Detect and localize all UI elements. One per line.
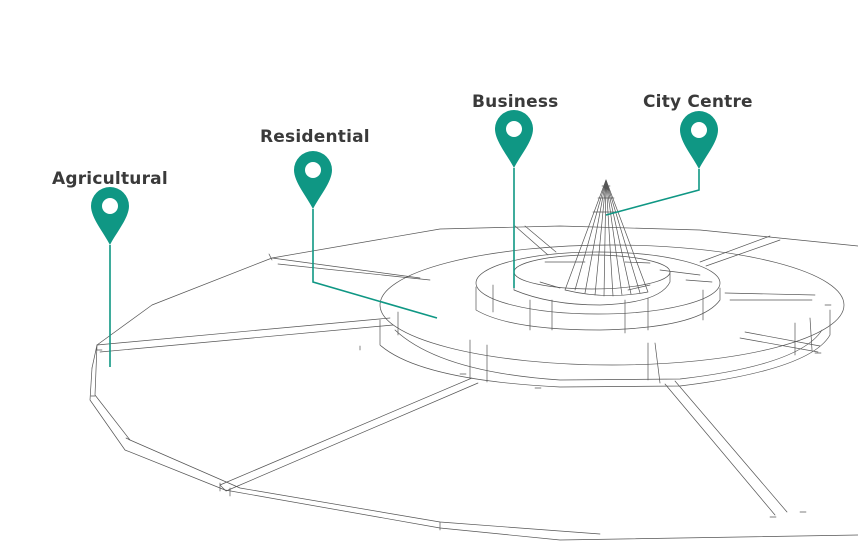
marker-residential	[294, 151, 438, 319]
map-pin-icon	[680, 111, 718, 169]
road-east	[724, 292, 816, 301]
road-southwest	[219, 377, 479, 492]
city-centre-spire	[564, 179, 649, 297]
road-northwest	[514, 225, 557, 256]
map-pin-hole	[691, 122, 707, 138]
map-pin-hole	[305, 162, 321, 178]
core-plinth-top	[513, 254, 671, 290]
residential-ring-wall	[379, 309, 831, 388]
marker-agricultural	[91, 187, 129, 367]
road-south	[664, 380, 788, 516]
map-pin-hole	[102, 198, 118, 214]
road-north	[271, 257, 431, 281]
outer-ring-top-edge	[91, 225, 858, 369]
outer-ring-front-edge	[89, 367, 858, 541]
marker-business	[495, 110, 533, 288]
residential-ring-base	[394, 329, 823, 381]
residential-ring-top	[379, 244, 845, 366]
marker-leader-line	[605, 169, 700, 216]
map-pin-icon	[91, 187, 129, 245]
road-southeast	[739, 331, 821, 353]
map-pin-icon	[495, 110, 533, 168]
zone-label-residential: Residential	[260, 127, 370, 147]
road-west	[96, 317, 394, 353]
outer-ring-inner-edge	[94, 344, 601, 535]
zone-label-agricultural: Agricultural	[52, 169, 168, 189]
zone-label-business: Business	[472, 92, 559, 112]
zone-label-city-centre: City Centre	[643, 92, 753, 112]
marker-leader-line	[312, 209, 438, 319]
marker-city-centre	[605, 111, 718, 216]
map-pin-hole	[506, 121, 522, 137]
road-northeast	[699, 235, 781, 267]
business-ring-wall	[475, 286, 721, 331]
map-pin-icon	[294, 151, 332, 209]
business-ring-top	[475, 251, 721, 315]
